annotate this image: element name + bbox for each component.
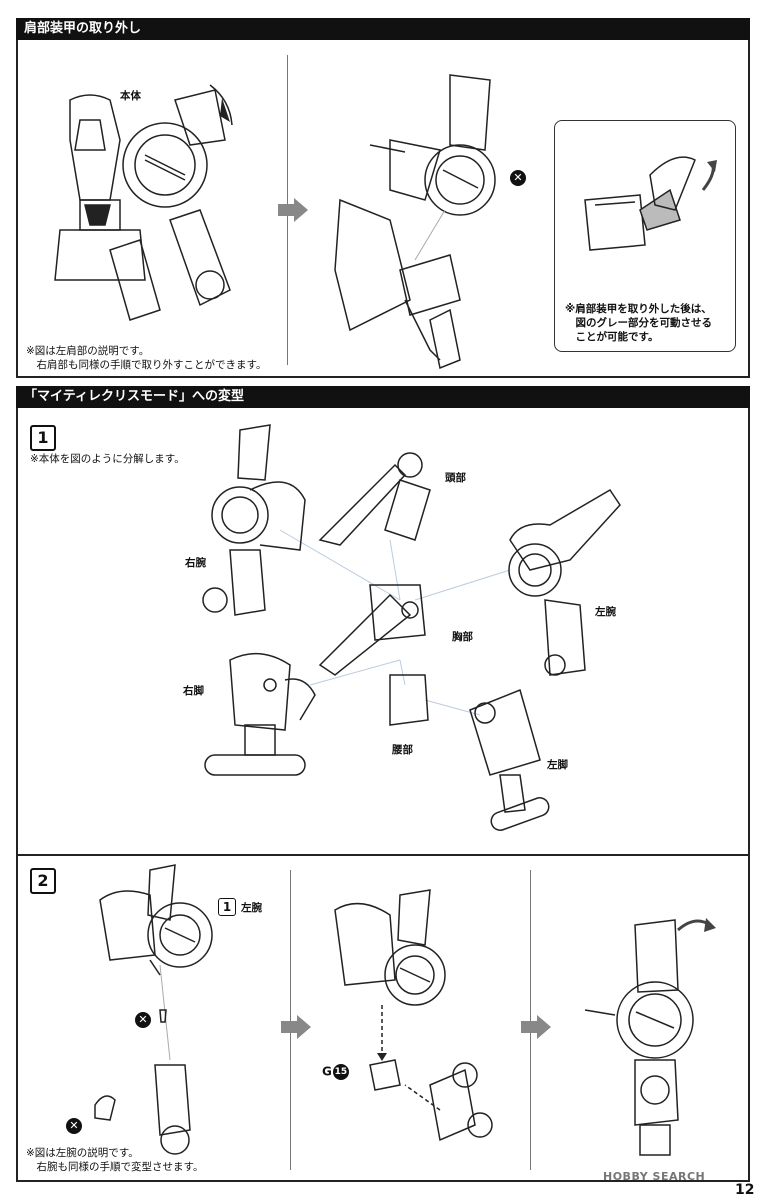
note-inset: ※肩部装甲を取り外した後は、 図のグレー部分を可動させる ことが可能です。 [565,303,712,343]
part-label-left-arm: 左腕 [595,606,616,618]
watermark: HOBBY SEARCH [603,1170,706,1183]
inset-box [554,120,736,352]
part-number-badge: 15 [332,1064,349,1080]
remove-x-icon-2: ✕ [66,1118,82,1134]
remove-x-icon-1: ✕ [135,1012,151,1028]
part-label-waist: 腰部 [392,744,413,756]
step-number-2: 2 [30,868,56,894]
arrow-right-icon [278,198,308,222]
part-letter: G [322,1064,332,1079]
step1-note: ※本体を図のように分解します。 [30,453,185,465]
section-shoulder-armor [16,40,750,378]
section-title-shoulder-armor-removal: 肩部装甲の取り外し [16,18,750,40]
illustration-arm-transform-b [334,889,493,1142]
part-label-head: 頭部 [445,472,466,484]
divider [290,870,291,1170]
arrow-right-icon [521,1015,551,1039]
illustration-shoulder-removed [334,74,496,370]
part-label-right-arm: 右腕 [185,557,206,569]
part-label-right-leg: 右脚 [183,685,204,697]
ref-step-1-icon: 1 [218,898,236,916]
divider [530,870,531,1170]
page-number: 12 [735,1182,755,1198]
step-number-1: 1 [30,425,56,451]
illustration-movable-part [584,156,717,251]
arrow-right-icon [281,1015,311,1039]
label-left-arm: 左腕 [241,902,262,914]
step2-note: ※図は左腕の説明です。 右腕も同様の手順で変型させます。 [26,1147,204,1173]
illustration-body-shoulder [54,84,233,321]
section-step1 [16,408,750,856]
section-title-mode-transform: 「マイティレクリスモード」への変型 [16,386,750,408]
illustration-disassembly [202,424,621,831]
remove-x-icon: ✕ [510,170,526,186]
part-label-left-leg: 左脚 [547,759,568,771]
note-left-shoulder: ※図は左肩部の説明です。 右肩部も同様の手順で取り外すことができます。 [26,345,267,371]
label-body: 本体 [120,90,141,102]
illustration-arm-transformed [584,918,716,1156]
illustration-arm-transform-a [94,864,213,1155]
part-label-chest: 胸部 [452,631,473,643]
